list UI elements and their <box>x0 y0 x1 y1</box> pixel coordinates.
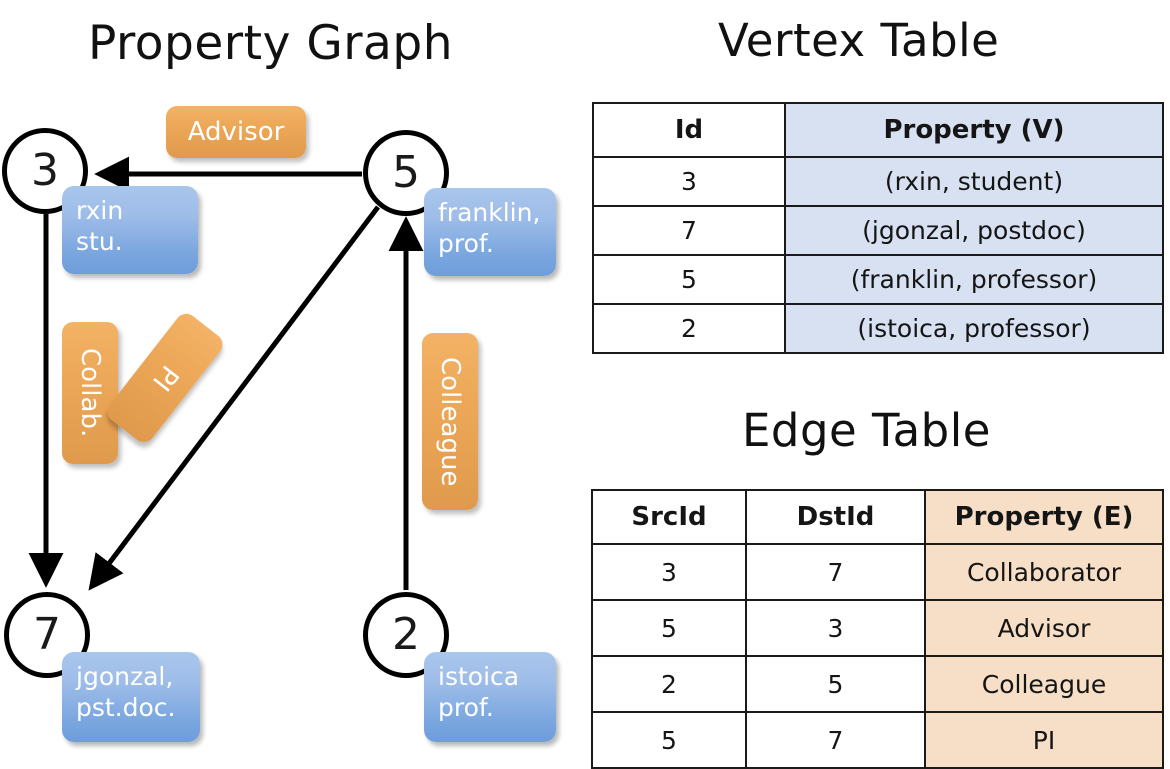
property-graph-diagram: Advisor Collab. PI Colleague 3 5 7 2 rxi… <box>0 0 585 760</box>
vertex-property-box-2-line2: prof. <box>438 692 494 722</box>
vertex-property-box-7-line1: jgonzal, <box>76 662 174 691</box>
vertex-table-cell-property: (rxin, student) <box>784 156 1164 207</box>
graph-node-7-label: 7 <box>33 609 61 660</box>
table-row: 2 (istoica, professor) <box>592 303 1164 354</box>
edge-label-colleague: Colleague <box>422 333 478 510</box>
page-title-vertex-table: Vertex Table <box>718 14 1000 67</box>
vertex-table-cell-property: (jgonzal, postdoc) <box>784 205 1164 256</box>
vertex-table-cell-property: (istoica, professor) <box>784 303 1164 354</box>
vertex-table-cell-id: 2 <box>592 303 786 354</box>
table-row: 3 (rxin, student) <box>592 156 1164 207</box>
vertex-property-box-5-line2: prof. <box>438 228 494 258</box>
table-row: 5 3 Advisor <box>591 599 1164 657</box>
edge-table-header-dstid: DstId <box>745 489 926 545</box>
edge-label-advisor-text: Advisor <box>187 117 285 147</box>
table-row: 5 7 PI <box>591 711 1164 769</box>
vertex-table-cell-id: 5 <box>592 254 786 305</box>
vertex-table-cell-id: 3 <box>592 156 786 207</box>
graph-node-2-label: 2 <box>392 609 420 660</box>
vertex-property-box-3-line1: rxin <box>76 196 124 225</box>
graph-node-2: 2 <box>363 592 449 678</box>
edge-label-advisor: Advisor <box>166 106 306 158</box>
graph-edges-svg <box>28 156 424 591</box>
vertex-property-box-5-line1: franklin, <box>438 198 541 227</box>
edge-table-cell-dstid: 3 <box>745 599 926 657</box>
edge-label-pi-text: PI <box>145 359 185 397</box>
edge-table-cell-property: Colleague <box>924 655 1164 713</box>
edge-table-header-row: SrcId DstId Property (E) <box>591 489 1164 545</box>
edge-table-cell-dstid: 7 <box>745 711 926 769</box>
table-row: 2 5 Colleague <box>591 655 1164 713</box>
vertex-table-cell-id: 7 <box>592 205 786 256</box>
table-row: 7 (jgonzal, postdoc) <box>592 205 1164 256</box>
edge-table-cell-srcid: 2 <box>591 655 747 713</box>
vertex-table-header-row: Id Property (V) <box>592 102 1164 158</box>
vertex-table: Id Property (V) 3 (rxin, student) 7 (jgo… <box>592 102 1164 354</box>
edge-label-collab-text: Collab. <box>75 348 105 438</box>
edge-table-cell-srcid: 5 <box>591 599 747 657</box>
edge-table-cell-dstid: 7 <box>745 543 926 601</box>
edge-label-colleague-text: Colleague <box>435 356 465 487</box>
table-row: 5 (franklin, professor) <box>592 254 1164 305</box>
table-row: 3 7 Collaborator <box>591 543 1164 601</box>
vertex-property-box-2: istoica prof. <box>424 652 556 742</box>
edge-table-cell-srcid: 3 <box>591 543 747 601</box>
vertex-property-box-3: rxin stu. <box>62 186 198 274</box>
vertex-property-box-5: franklin, prof. <box>424 188 556 276</box>
edge-table-cell-srcid: 5 <box>591 711 747 769</box>
vertex-property-box-7-line2: pst.doc. <box>76 692 176 722</box>
edge-table-cell-property: PI <box>924 711 1164 769</box>
edge-label-collab: Collab. <box>62 322 118 464</box>
edge-table-cell-property: Advisor <box>924 599 1164 657</box>
edge-table-cell-dstid: 5 <box>745 655 926 713</box>
edge-table: SrcId DstId Property (E) 3 7 Collaborato… <box>591 489 1164 769</box>
page-title-edge-table: Edge Table <box>742 404 991 457</box>
edge-table-header-property: Property (E) <box>924 489 1164 545</box>
graph-node-3-label: 3 <box>31 145 59 196</box>
vertex-property-box-7: jgonzal, pst.doc. <box>62 652 200 742</box>
vertex-table-header-id: Id <box>592 102 786 158</box>
graph-node-5: 5 <box>363 130 449 216</box>
vertex-property-box-2-line1: istoica <box>438 662 520 691</box>
page-title-property-graph: Property Graph <box>88 16 453 71</box>
edge-table-cell-property: Collaborator <box>924 543 1164 601</box>
vertex-table-cell-property: (franklin, professor) <box>784 254 1164 305</box>
vertex-table-header-property: Property (V) <box>784 102 1164 158</box>
vertex-property-box-3-line2: stu. <box>76 226 123 256</box>
edge-5-to-7 <box>88 205 380 591</box>
graph-node-5-label: 5 <box>392 147 420 198</box>
edge-table-header-srcid: SrcId <box>591 489 747 545</box>
